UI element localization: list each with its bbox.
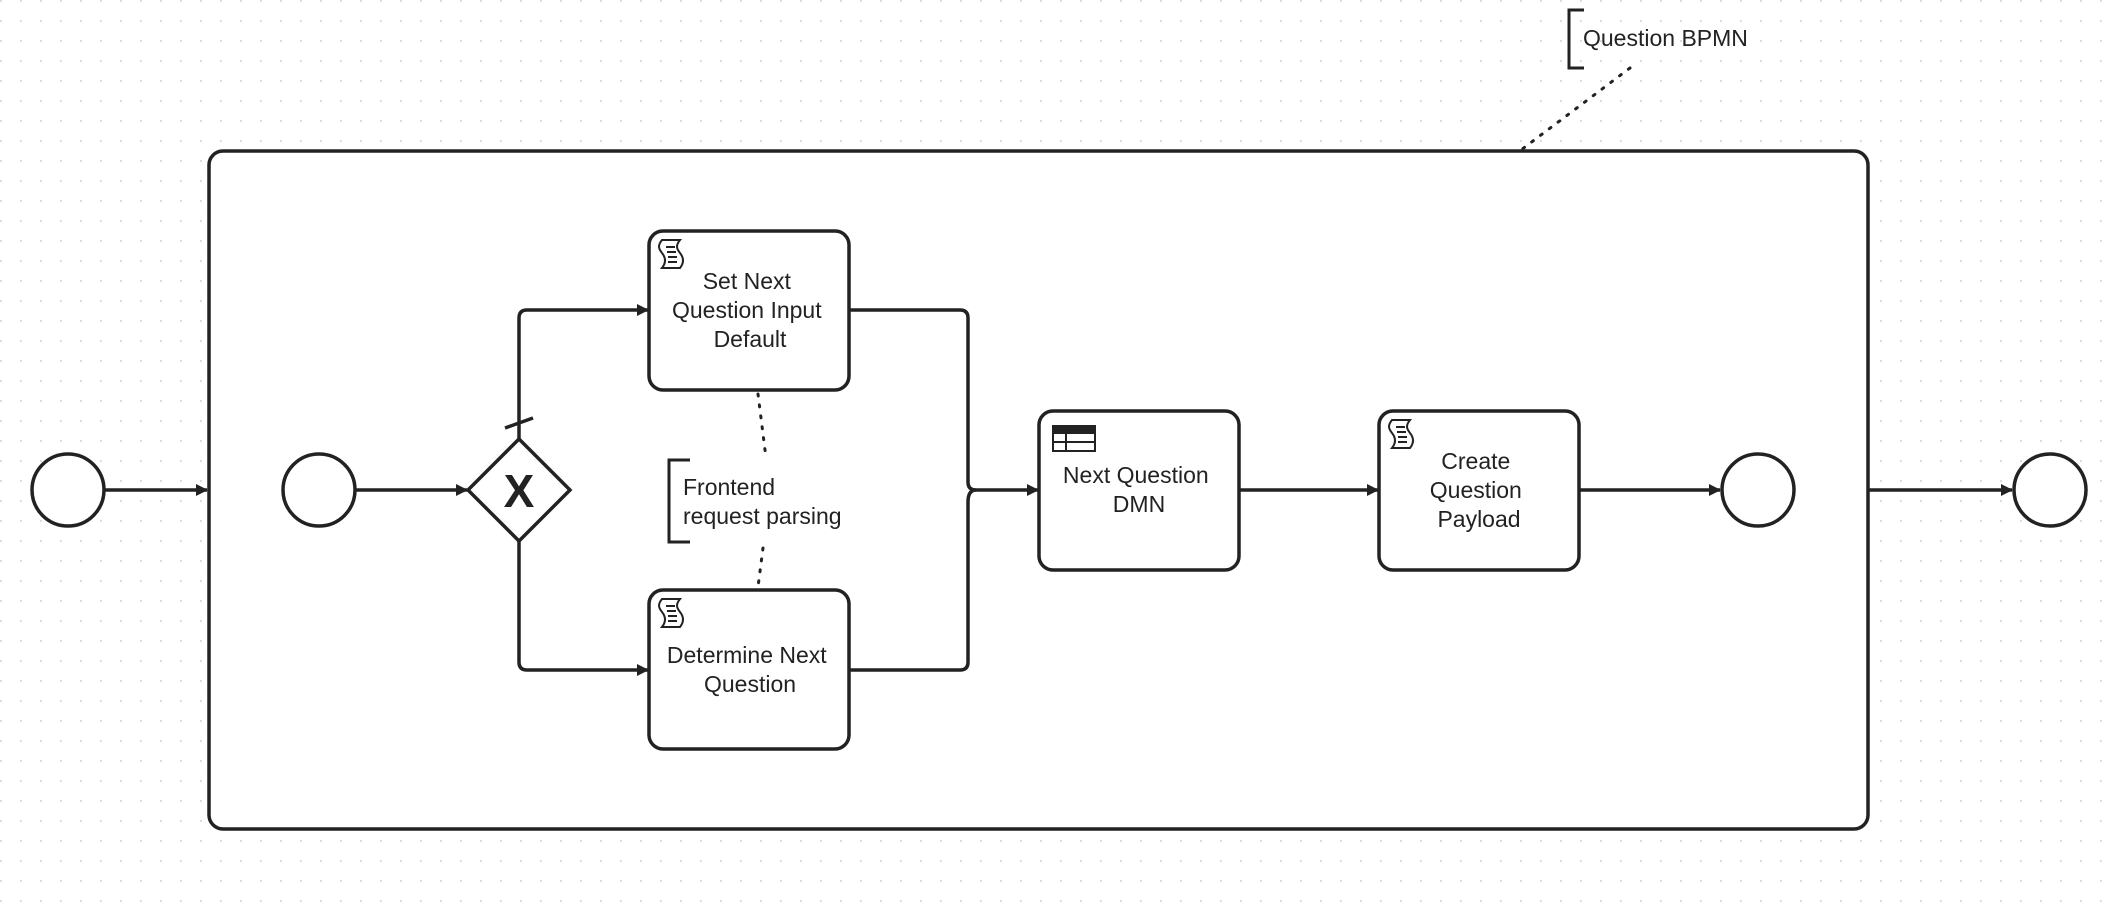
task-label-line: Question <box>1430 477 1522 503</box>
default-flow-marker <box>504 416 534 430</box>
annotation-frontend-line: request parsing <box>683 503 842 529</box>
association-question-bpmn[interactable] <box>1519 66 1632 152</box>
task-label: Determine Next Question <box>667 642 833 697</box>
task-label-line: Next Question <box>1063 462 1209 488</box>
task-label-line: Determine Next <box>667 642 827 668</box>
business-rule-table-icon <box>1052 425 1096 452</box>
task-label-line: Set Next <box>703 268 792 294</box>
inner-start-event[interactable] <box>281 452 357 528</box>
task-label-line: Default <box>714 326 787 352</box>
task-label-line: Question Input <box>672 297 822 323</box>
task-label-line: Payload <box>1437 506 1520 532</box>
task-set-next-question-input-default[interactable]: Set Next Question Input Default <box>647 229 851 392</box>
inner-end-event[interactable] <box>1720 452 1796 528</box>
task-label-line: Create <box>1441 448 1510 474</box>
outer-start-event[interactable] <box>30 452 106 528</box>
exclusive-gateway[interactable]: X <box>465 436 573 544</box>
task-label-line: DMN <box>1113 491 1165 517</box>
task-label-line: Question <box>704 671 796 697</box>
task-label: Create Question Payload <box>1430 448 1528 532</box>
exclusive-x-icon: X <box>504 465 535 517</box>
association-frontend-to-set-next[interactable] <box>756 392 768 460</box>
flow-gateway-to-determine-next[interactable] <box>517 541 649 676</box>
flow-gateway-to-set-next-default[interactable] <box>517 304 649 439</box>
annotation-frontend-text: Frontend request parsing <box>683 474 842 529</box>
annotation-question-bpmn[interactable]: Question BPMN <box>1567 8 1748 70</box>
task-create-question-payload[interactable]: Create Question Payload <box>1377 409 1581 572</box>
task-next-question-dmn[interactable]: Next Question DMN <box>1037 409 1241 572</box>
annotation-frontend-request-parsing[interactable]: Frontend request parsing <box>667 458 842 544</box>
annotation-question-bpmn-text: Question BPMN <box>1583 25 1748 51</box>
outer-end-event[interactable] <box>2012 452 2088 528</box>
association-frontend-to-determine[interactable] <box>756 546 765 589</box>
task-label: Set Next Question Input Default <box>672 268 828 352</box>
task-label: Next Question DMN <box>1063 462 1215 517</box>
task-determine-next-question[interactable]: Determine Next Question <box>647 588 851 751</box>
flow-determine-next-to-dmn[interactable] <box>849 488 977 672</box>
annotation-frontend-line: Frontend <box>683 474 775 500</box>
